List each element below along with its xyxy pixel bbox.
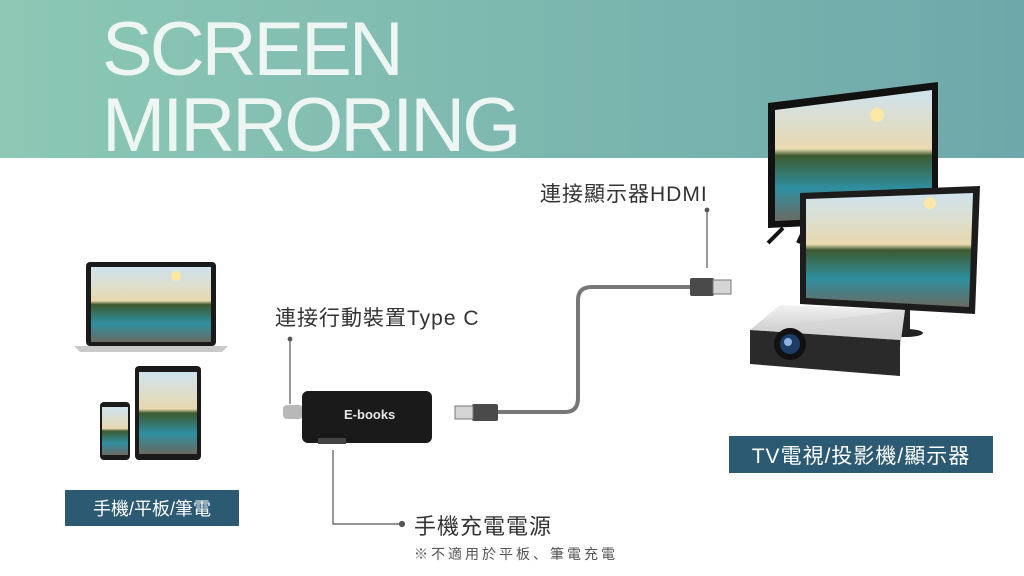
title-line-2: MIRRORING (102, 83, 521, 168)
dongle-brand-logo: E-books (344, 407, 395, 422)
monitor-icon (800, 186, 980, 337)
displays-badge: TV電視/投影機/顯示器 (729, 436, 993, 473)
title-line-1: SCREEN (102, 7, 404, 92)
power-label: 手機充電電源 (414, 514, 553, 539)
hdmi-label: 連接顯示器HDMI (540, 183, 708, 206)
dongle-device (283, 391, 432, 444)
tablet-icon (135, 366, 201, 460)
typec-label: 連接行動裝置Type C (275, 307, 480, 330)
phone-icon (100, 402, 130, 460)
power-note: ※不適用於平板、筆電充電 (414, 546, 618, 562)
laptop-icon (74, 262, 228, 352)
callout-lines (287, 207, 710, 528)
tv-icon (766, 82, 938, 245)
page-title: SCREEN MIRRORING (102, 7, 521, 168)
projector-icon (750, 305, 905, 376)
devices-badge: 手機/平板/筆電 (65, 490, 239, 526)
hdmi-cable (454, 278, 732, 421)
